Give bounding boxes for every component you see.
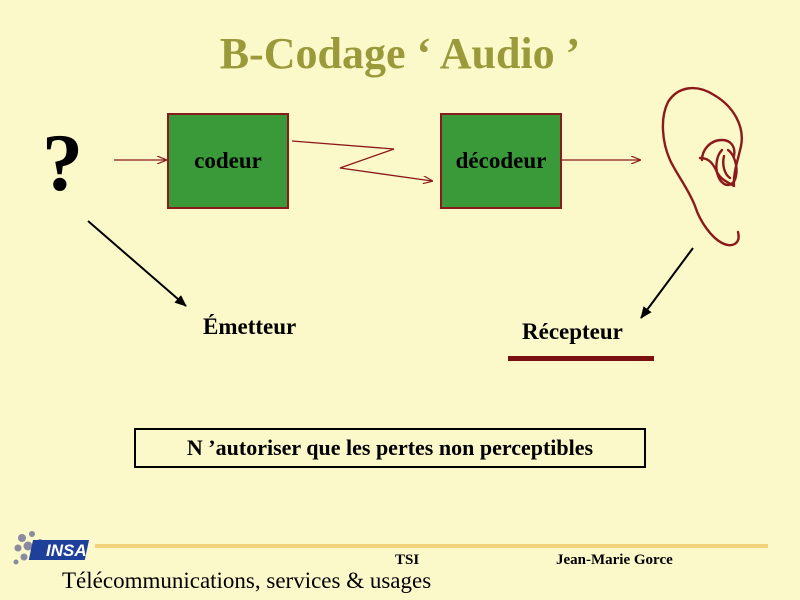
- source-question-mark: ?: [42, 117, 83, 208]
- footer-author: Jean-Marie Gorce: [556, 552, 673, 568]
- decoder-box: décodeur: [440, 113, 562, 209]
- receiver-underline: [508, 356, 654, 361]
- footer-subtitle: Télécommunications, services & usages: [62, 568, 432, 593]
- insa-logo: INSA: [13, 531, 90, 565]
- note-box: N ’autoriser que les pertes non percepti…: [134, 428, 646, 468]
- emitter-label: Émetteur: [203, 314, 297, 339]
- channel-zigzag-arrow: [291, 140, 432, 181]
- ear-icon: [661, 86, 743, 247]
- footer-course: TSI: [395, 552, 420, 568]
- receiver-label: Récepteur: [522, 319, 623, 344]
- encoder-box: codeur: [167, 113, 289, 209]
- arrow-to-emitter: [87, 220, 187, 307]
- arrow-to-receiver: [640, 247, 694, 319]
- note-text: N ’autoriser que les pertes non percepti…: [186, 435, 594, 460]
- decoder-label: décodeur: [455, 148, 547, 173]
- footer-divider: [95, 544, 768, 548]
- slide-title: B-Codage ‘ Audio ’: [219, 29, 581, 78]
- insa-logo-text: INSA: [46, 541, 87, 560]
- encoder-label: codeur: [194, 148, 262, 173]
